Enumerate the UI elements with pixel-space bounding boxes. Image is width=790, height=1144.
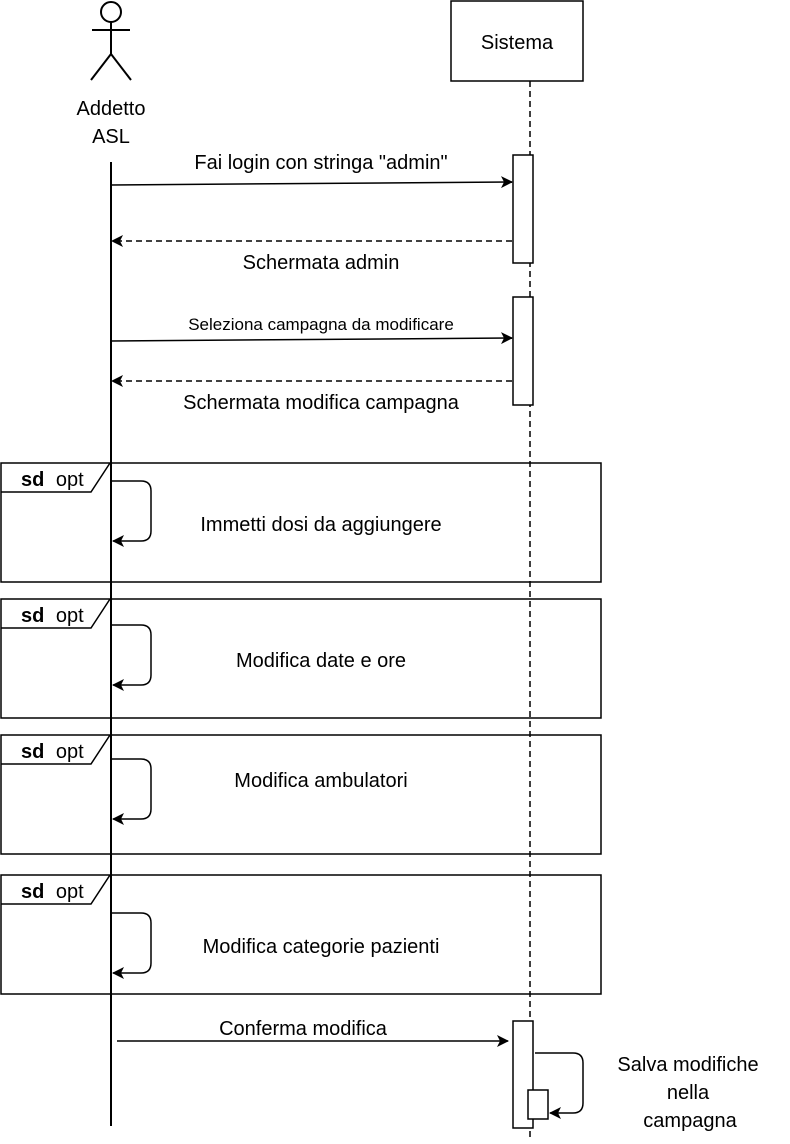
- activation-bar-select: [512, 296, 534, 406]
- message-login-label: Fai login con stringa "admin": [194, 152, 447, 174]
- frame-operator: opt: [56, 741, 84, 763]
- frame-operator: opt: [56, 881, 84, 903]
- frame-keyword: sd: [21, 605, 44, 627]
- actor-stick-figure-icon: [90, 1, 132, 81]
- svg-text:sd opt: sd opt: [21, 741, 84, 763]
- activation-bar-login: [512, 154, 534, 264]
- save-label-line3: campagna: [643, 1110, 737, 1132]
- message-edit-screen-label: Schermata modifica campagna: [183, 392, 460, 414]
- frame-label-clinics: Modifica ambulatori: [234, 770, 407, 792]
- system-label: Sistema: [481, 32, 554, 54]
- opt-frame-clinics: sd opt Modifica ambulatori: [0, 734, 602, 855]
- svg-text:sd opt: sd opt: [21, 605, 84, 627]
- save-label-line1: Salva modifiche: [617, 1054, 758, 1076]
- message-confirm-label: Conferma modifica: [219, 1018, 388, 1040]
- actor-label-line1: Addetto: [77, 98, 146, 120]
- self-call-save-arrow: [535, 1052, 584, 1119]
- frame-keyword: sd: [21, 469, 44, 491]
- frame-operator: opt: [56, 469, 84, 491]
- svg-text:sd opt: sd opt: [21, 469, 84, 491]
- message-select-campaign-label: Seleziona campagna da modificare: [188, 315, 454, 334]
- frame-label-dates: Modifica date e ore: [236, 650, 406, 672]
- message-login-arrow: [110, 176, 513, 189]
- frame-keyword: sd: [21, 881, 44, 903]
- opt-frame-categories: sd opt Modifica categorie pazienti: [0, 874, 602, 995]
- frame-label-categories: Modifica categorie pazienti: [203, 936, 440, 958]
- save-label-line2: nella: [667, 1082, 710, 1104]
- message-select-campaign-arrow: [110, 332, 513, 345]
- opt-frame-dates: sd opt Modifica date e ore: [0, 598, 602, 719]
- svg-text:sd opt: sd opt: [21, 881, 84, 903]
- frame-keyword: sd: [21, 741, 44, 763]
- opt-frame-doses: sd opt Immetti dosi da aggiungere: [0, 462, 602, 583]
- actor-label-line2: ASL: [92, 126, 130, 148]
- message-admin-screen-label: Schermata admin: [243, 252, 400, 274]
- frame-operator: opt: [56, 605, 84, 627]
- activation-bar-save: [527, 1089, 549, 1120]
- system-box: [450, 0, 584, 82]
- frame-label-doses: Immetti dosi da aggiungere: [200, 514, 441, 536]
